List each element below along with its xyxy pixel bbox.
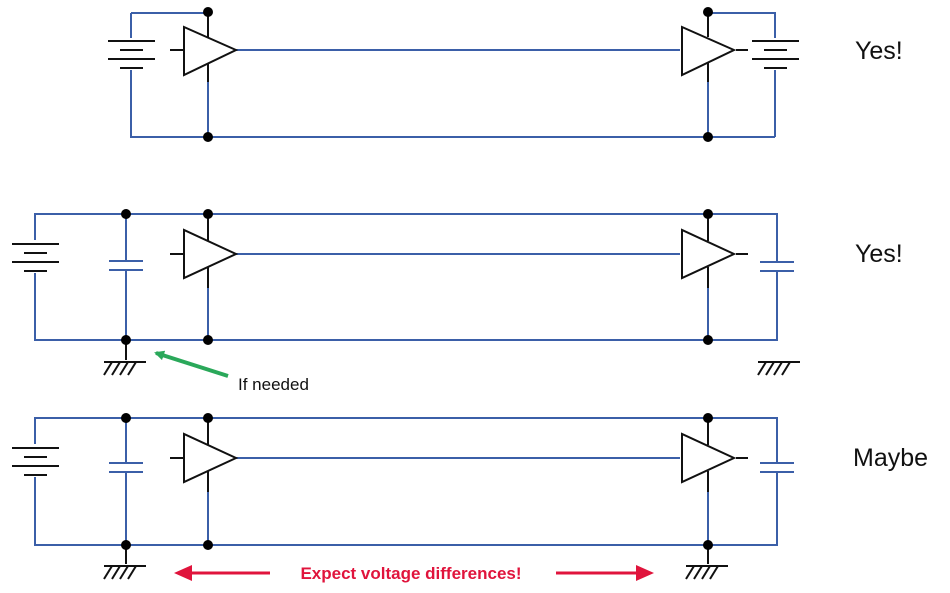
buffer-amplifier-right xyxy=(681,13,748,82)
row3-bottom-rail xyxy=(34,472,778,546)
buffer-amplifier-left xyxy=(170,214,239,288)
circuit-row-3: Expect voltage differences! Maybe xyxy=(12,413,928,583)
circuit-row-2: If needed Yes! xyxy=(12,209,903,394)
row1-verdict: Yes! xyxy=(855,37,903,65)
junction-dot xyxy=(703,7,713,17)
capacitor-right xyxy=(760,462,794,473)
row3-verdict: Maybe xyxy=(853,444,928,472)
if-needed-arrow xyxy=(154,350,229,378)
junction-dot xyxy=(121,209,131,219)
junction-dot xyxy=(203,540,213,550)
capacitor-left xyxy=(109,462,143,473)
buffer-amplifier-right xyxy=(681,214,748,288)
junction-dot xyxy=(203,7,213,17)
voltage-warning-label: Expect voltage differences! xyxy=(300,564,521,583)
ground-symbol-left xyxy=(103,565,146,580)
junction-dot xyxy=(703,209,713,219)
buffer-amplifier-left xyxy=(170,418,239,492)
ground-symbol-right xyxy=(685,565,728,580)
ground-symbol-right xyxy=(757,361,800,376)
circuit-row-1: Yes! xyxy=(108,7,903,142)
ground-symbol-left xyxy=(103,361,146,376)
row1-top-wire-right xyxy=(707,12,776,38)
capacitor-left xyxy=(109,260,143,271)
junction-dot xyxy=(203,335,213,345)
row1-battery-lead-left-bottom xyxy=(130,70,775,138)
battery-right xyxy=(752,40,799,69)
junction-dot xyxy=(121,413,131,423)
if-needed-label: If needed xyxy=(238,375,309,394)
junction-dot xyxy=(703,335,713,345)
capacitor-right xyxy=(760,261,794,272)
junction-dot xyxy=(203,132,213,142)
row2-bottom-rail xyxy=(34,271,778,341)
junction-dot xyxy=(703,413,713,423)
junction-dot xyxy=(203,413,213,423)
battery-left xyxy=(12,447,59,476)
junction-dot xyxy=(121,335,131,345)
junction-dot xyxy=(121,540,131,550)
buffer-amplifier-left xyxy=(170,13,239,82)
junction-dot xyxy=(203,209,213,219)
buffer-amplifier-right xyxy=(681,418,748,492)
battery-left xyxy=(108,40,155,69)
junction-dot xyxy=(703,540,713,550)
row2-verdict: Yes! xyxy=(855,240,903,268)
row2-top-rail xyxy=(34,213,778,262)
voltage-difference-arrow xyxy=(174,565,654,581)
battery-left xyxy=(12,243,59,272)
row1-top-wire-left xyxy=(131,12,209,27)
row3-top-rail xyxy=(34,417,778,463)
junction-dot xyxy=(703,132,713,142)
